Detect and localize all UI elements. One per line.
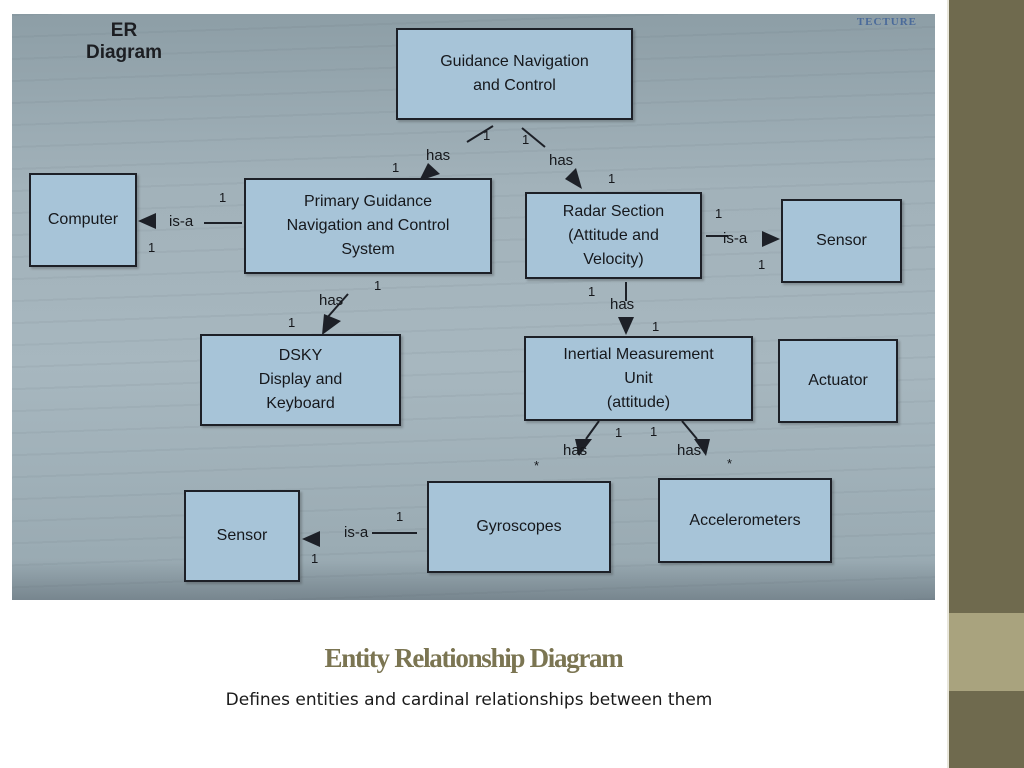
arrow-radar-to-imu — [618, 317, 634, 335]
arrow-radar-to-sensor — [762, 231, 780, 247]
relationship-label-is-a: is-a — [169, 213, 194, 230]
entity-accelerometers: Accelerometers — [658, 478, 832, 563]
entity-primary-guidance-system: Primary Guidance Navigation and Control … — [244, 178, 492, 274]
arrow-imu-to-accelerometers — [694, 439, 710, 456]
relationship-label-has: has — [549, 152, 574, 169]
diagram-heading-line1: ER — [110, 20, 138, 41]
arrow-gyroscopes-to-sensor — [302, 531, 320, 547]
entity-computer: Computer — [29, 173, 137, 267]
book-header-fragment: TECTURE — [856, 16, 917, 28]
cardinality-one: 1 — [758, 257, 766, 272]
relationship-label-has: has — [319, 292, 344, 309]
arrow-imu-to-gyroscopes — [575, 439, 592, 456]
cardinality-one: 1 — [608, 171, 616, 186]
arrow-gnc-to-radar — [565, 168, 582, 189]
sidebar-divider — [947, 0, 949, 768]
cardinality-one: 1 — [652, 319, 660, 334]
entity-inertial-measurement-unit: Inertial Measurement Unit (attitude) — [524, 336, 753, 421]
cardinality-one: 1 — [588, 284, 596, 299]
cardinality-one: 1 — [288, 315, 296, 330]
entity-guidance-navigation-control: Guidance Navigation and Control — [396, 28, 633, 120]
cardinality-many: * — [727, 456, 733, 471]
cardinality-one: 1 — [148, 240, 156, 255]
arrow-pgncs-to-dsky — [322, 314, 341, 335]
arrow-gnc-to-pgncs — [419, 163, 440, 181]
entity-dsky: DSKY Display and Keyboard — [200, 334, 401, 426]
relationship-label-has: has — [610, 296, 635, 313]
entity-actuator: Actuator — [778, 339, 898, 423]
cardinality-one: 1 — [311, 551, 319, 566]
cardinality-one: 1 — [715, 206, 723, 221]
relationship-label-has: has — [426, 147, 451, 164]
cardinality-one: 1 — [483, 128, 491, 143]
cardinality-one: 1 — [615, 425, 623, 440]
er-diagram-photo: TECTURE ER Diagram Guida — [12, 14, 935, 600]
relationship-label-has: has — [677, 442, 702, 459]
cardinality-one: 1 — [374, 278, 382, 293]
cardinality-one: 1 — [522, 132, 530, 147]
entity-gyroscopes: Gyroscopes — [427, 481, 611, 573]
cardinality-one: 1 — [650, 424, 658, 439]
cardinality-one: 1 — [219, 190, 227, 205]
cardinality-many: * — [534, 458, 540, 473]
slide-title: Entity Relationship Diagram — [324, 643, 624, 673]
sidebar-accent-block — [947, 613, 1024, 691]
cardinality-one: 1 — [392, 160, 400, 175]
entity-sensor-top: Sensor — [781, 199, 902, 283]
relationship-lines — [138, 125, 780, 547]
relationship-label-has: has — [563, 442, 588, 459]
entity-sensor-bottom: Sensor — [184, 490, 300, 582]
slide-subtitle: Defines entities and cardinal relationsh… — [225, 690, 713, 710]
relationship-label-is-a: is-a — [344, 524, 369, 541]
arrow-pgncs-to-computer — [138, 213, 156, 229]
entity-radar-section: Radar Section (Attitude and Velocity) — [525, 192, 702, 279]
diagram-heading: ER Diagram — [69, 20, 179, 64]
cardinality-one: 1 — [396, 509, 404, 524]
relationship-label-is-a: is-a — [723, 230, 748, 247]
diagram-heading-line2: Diagram — [85, 42, 163, 63]
